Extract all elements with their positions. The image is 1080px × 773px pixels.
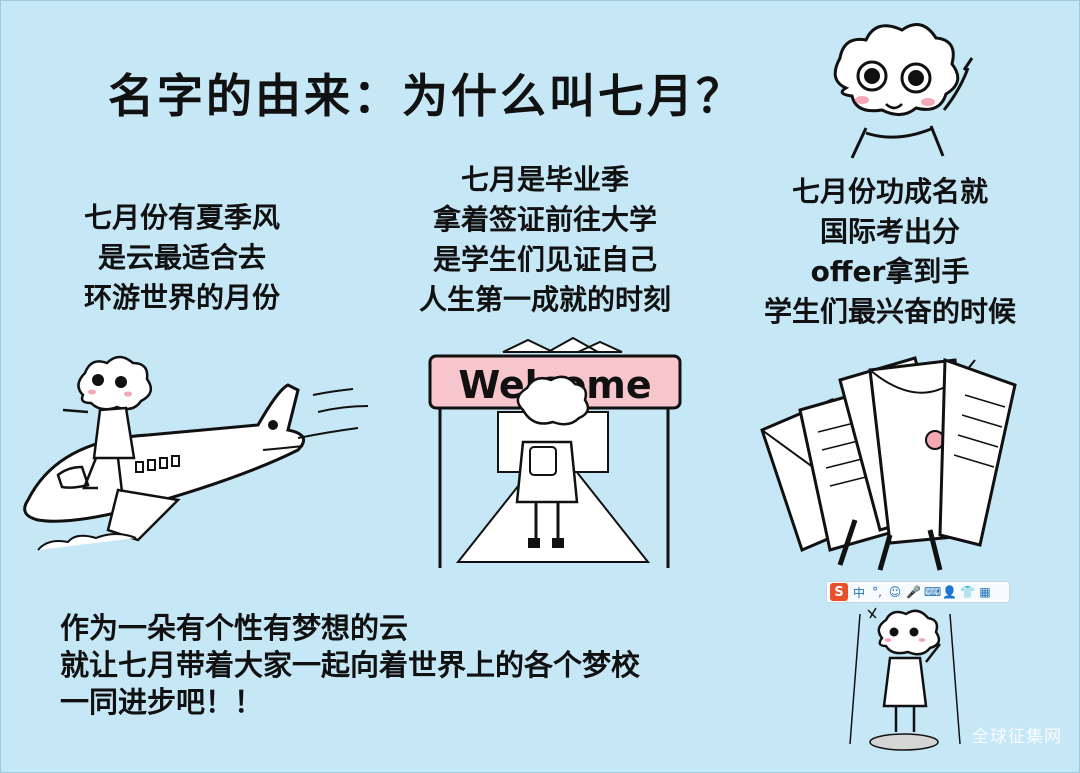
welcome-gate-illustration: Welcome [428, 336, 682, 568]
panel-2-caption: 七月是毕业季 拿着签证前往大学 是学生们见证自己 人生第一成就的时刻 [418, 163, 671, 316]
cloud-mascot-waving [833, 23, 974, 159]
ime-toolbar[interactable]: S 中 °, ☺ 🎤 ⌨ 👤 👕 ▦ [826, 581, 1010, 603]
cloud-mascot-spotlight [849, 607, 961, 751]
offer-letters-illustration [760, 356, 1017, 571]
ime-punctuation-button[interactable]: °, [872, 585, 882, 599]
closing-caption: 作为一朵有个性有梦想的云 就让七月带着大家一起向着世界上的各个梦校 一同进步吧！… [60, 611, 641, 719]
page-title: 名字的由来：为什么叫七月？ [108, 69, 745, 123]
sogou-logo-icon[interactable]: S [830, 583, 848, 601]
ime-keyboard-icon[interactable]: ⌨ [924, 585, 942, 599]
airplane-illustration [23, 355, 369, 551]
ime-skin-icon[interactable]: 👕 [960, 585, 975, 599]
watermark: 全球征集网 [972, 727, 1062, 747]
ime-voice-icon[interactable]: 🎤 [906, 585, 921, 599]
ime-chinese-mode-button[interactable]: 中 [852, 585, 865, 600]
panel-1-caption: 七月份有夏季风 是云最适合去 环游世界的月份 [83, 201, 280, 314]
panel-3-caption: 七月份功成名就 国际考出分 offer拿到手 学生们最兴奋的时候 [763, 175, 1016, 328]
ime-emoji-icon[interactable]: ☺ [888, 585, 902, 599]
ime-user-icon[interactable]: 👤 [942, 585, 957, 599]
ime-toolbox-icon[interactable]: ▦ [979, 585, 991, 599]
